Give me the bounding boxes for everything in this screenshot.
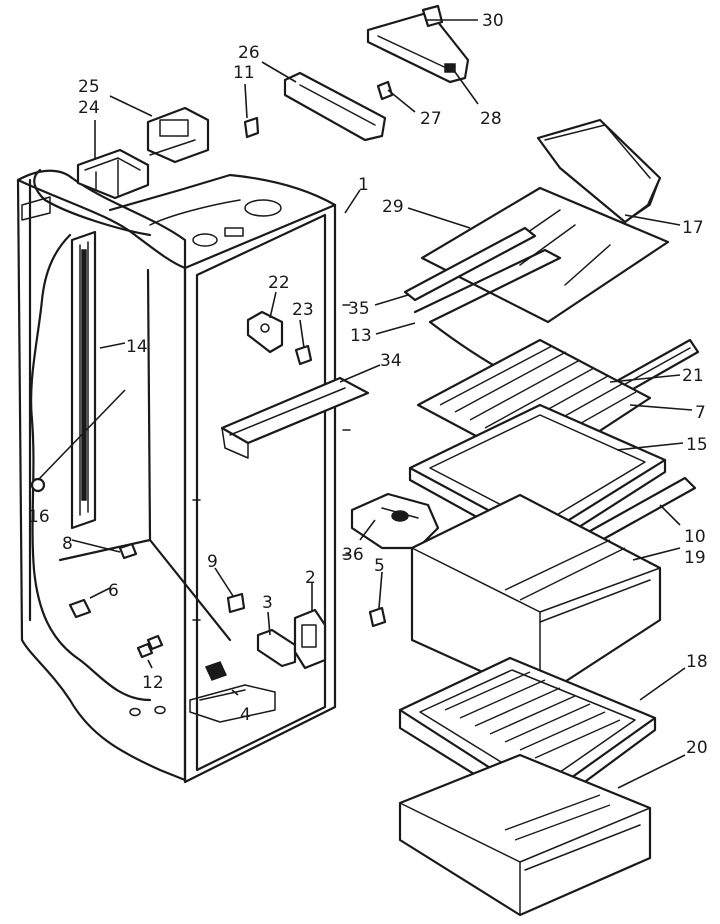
leader-lines <box>37 19 693 789</box>
callout-1: 1 <box>358 175 369 195</box>
part-16-screw <box>30 477 46 493</box>
part-24-light-housing <box>76 148 150 200</box>
callout-5: 5 <box>374 556 385 576</box>
part-26-rail <box>283 71 387 142</box>
part-14-shelf-ladder <box>70 230 97 530</box>
callout-2: 2 <box>305 568 316 588</box>
cabinet-liner <box>16 169 351 784</box>
callout-24: 24 <box>78 98 100 118</box>
part-5-screw <box>368 606 387 628</box>
callout-10: 10 <box>684 527 706 547</box>
callout-36: 36 <box>342 545 364 565</box>
part-4-block <box>204 661 228 681</box>
part-6-clip <box>68 598 92 619</box>
callout-22: 22 <box>268 273 290 293</box>
part-29-glass-shelf <box>420 186 670 324</box>
callout-8: 8 <box>62 534 73 554</box>
part-35-rail <box>403 226 537 302</box>
callout-4: 4 <box>240 705 251 725</box>
callout-labels: 30 26 11 25 24 27 28 1 29 17 22 23 35 13… <box>28 11 708 758</box>
callout-34: 34 <box>380 351 402 371</box>
callout-15: 15 <box>686 435 708 455</box>
callout-12: 12 <box>142 673 164 693</box>
callout-9: 9 <box>207 552 218 572</box>
callout-21: 21 <box>682 366 704 386</box>
part-17-bin <box>536 118 662 224</box>
callout-19: 19 <box>684 548 706 568</box>
part-36-cover <box>350 492 440 550</box>
part-25-bracket <box>146 106 210 164</box>
callout-17: 17 <box>682 218 704 238</box>
callout-16: 16 <box>28 507 50 527</box>
callout-28: 28 <box>480 109 502 129</box>
callout-3: 3 <box>262 593 273 613</box>
callout-13: 13 <box>350 326 372 346</box>
callout-11: 11 <box>233 63 255 83</box>
part-3-bracket <box>256 628 297 668</box>
callout-26: 26 <box>238 43 260 63</box>
part-9-screw <box>226 592 246 614</box>
part-2-bracket <box>293 608 327 670</box>
part-34-shelf-rail <box>220 376 370 459</box>
callout-18: 18 <box>686 652 708 672</box>
part-28-control-bracket <box>366 10 470 84</box>
callout-20: 20 <box>686 738 708 758</box>
part-18-drawer-cover <box>398 656 657 817</box>
callout-6: 6 <box>108 581 119 601</box>
wiring-harness <box>29 168 152 702</box>
callout-23: 23 <box>292 300 314 320</box>
part-19-crisper-drawer <box>410 493 662 700</box>
callout-27: 27 <box>420 109 442 129</box>
callout-30: 30 <box>482 11 504 31</box>
callout-29: 29 <box>382 197 404 217</box>
part-8-clip <box>118 542 138 560</box>
part-11-screw <box>243 116 260 139</box>
callout-14: 14 <box>126 337 148 357</box>
part-20-bottom-drawer <box>398 753 652 917</box>
part-12-fasteners <box>136 634 164 659</box>
part-22-clip <box>246 310 284 354</box>
callout-25: 25 <box>78 77 100 97</box>
callout-35: 35 <box>348 299 370 319</box>
part-27-screw <box>376 80 394 101</box>
part-23-screw <box>294 344 313 366</box>
callout-7: 7 <box>695 403 706 423</box>
